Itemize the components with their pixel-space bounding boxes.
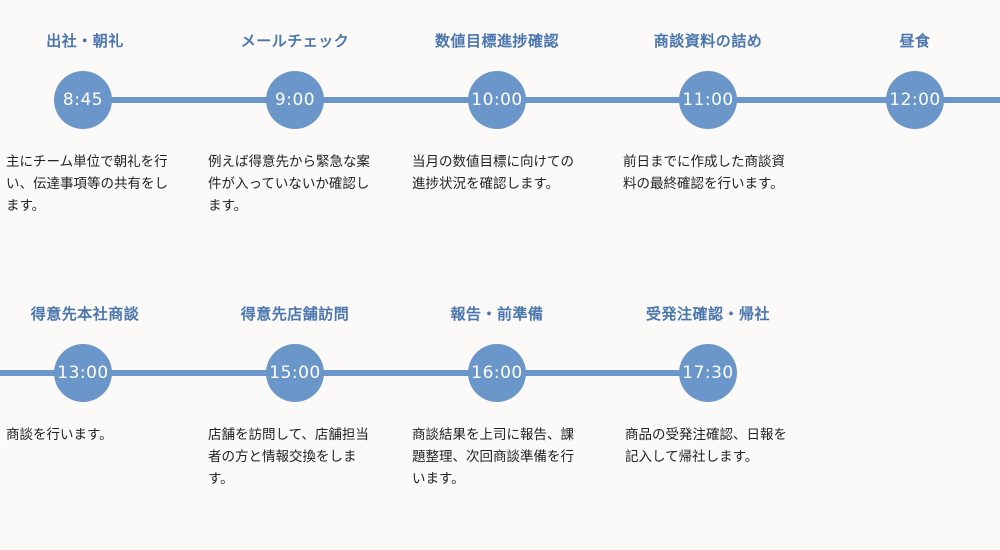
schedule-item-description: 商品の受発注確認、日報を記入して帰社します。: [625, 427, 787, 465]
time-circle: 16:00: [468, 344, 526, 402]
schedule-item-description: 当月の数値目標に向けての進捗状況を確認します。: [412, 154, 574, 192]
schedule-item-description: 例えば得意先から緊急な案件が入っていないか確認します。: [208, 154, 370, 214]
schedule-item-title: 得意先本社商談: [30, 305, 140, 323]
timeline-row-afternoon: 得意先本社商談 13:00 商談を行います。 得意先店舗訪問 15:00 店舗を…: [0, 273, 1000, 523]
schedule-item-description: 店舗を訪問して、店舗担当者の方と情報交換をします。: [208, 427, 369, 487]
schedule-item-title: 得意先店舗訪問: [240, 305, 350, 323]
schedule-item-title: 報告・前準備: [450, 305, 544, 323]
time-circle: 17:30: [679, 344, 737, 402]
timeline-line: [0, 370, 708, 376]
schedule-item-title: 商談資料の詰め: [653, 32, 763, 50]
schedule-item-title: 昼食: [899, 32, 931, 50]
schedule-item-description: 前日までに作成した商談資料の最終確認を行います。: [623, 154, 785, 192]
time-circle: 8:45: [54, 71, 112, 129]
time-circle: 13:00: [54, 344, 112, 402]
time-circle: 11:00: [679, 71, 737, 129]
time-circle: 15:00: [266, 344, 324, 402]
schedule-item-title: 出社・朝礼: [46, 32, 124, 50]
schedule-item-title: メールチェック: [240, 32, 350, 50]
schedule-item-description: 主にチーム単位で朝礼を行い、伝達事項等の共有をします。: [6, 154, 168, 214]
schedule-item-title: 受発注確認・帰社: [645, 305, 770, 323]
time-circle: 12:00: [886, 71, 944, 129]
schedule-item-title: 数値目標進捗確認: [434, 32, 559, 50]
schedule-item-description: 商談を行います。: [6, 427, 113, 443]
time-circle: 10:00: [468, 71, 526, 129]
schedule-item-description: 商談結果を上司に報告、課題整理、次回商談準備を行います。: [412, 427, 574, 487]
time-circle: 9:00: [266, 71, 324, 129]
timeline-line: [83, 97, 1000, 103]
timeline-row-morning: 出社・朝礼 8:45 主にチーム単位で朝礼を行い、伝達事項等の共有をします。 メ…: [0, 0, 1000, 250]
